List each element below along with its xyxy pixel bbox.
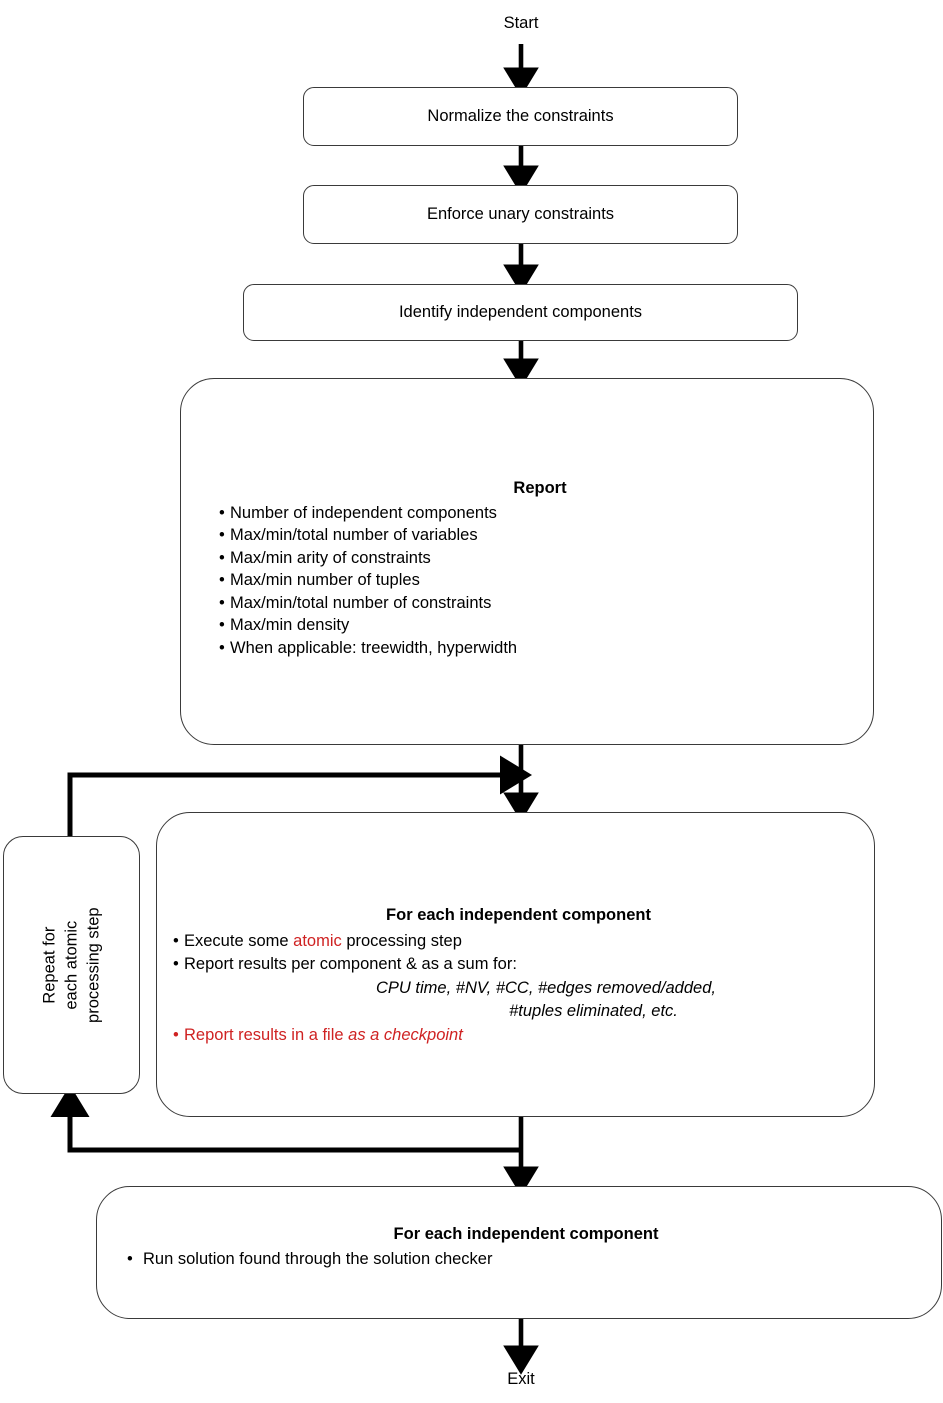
list-item: Max/min arity of constraints [217, 547, 863, 569]
repeat-line-2: each atomic [62, 920, 81, 1010]
list-item: Max/min/total number of constraints [217, 592, 863, 614]
bullet1-pre: Execute some [184, 932, 294, 950]
list-item: Run solution found through the solution … [121, 1248, 931, 1270]
list-item: Report results per component & as a sum … [171, 953, 866, 976]
for-each-component-list: Execute some atomic processing step Repo… [171, 930, 866, 977]
node-normalize-constraints[interactable]: Normalize the constraints [303, 87, 738, 146]
node-identify-independent-components[interactable]: Identify independent components [243, 284, 798, 341]
list-item: Max/min density [217, 614, 863, 636]
list-item: Number of independent components [217, 502, 863, 524]
report-title: Report [513, 479, 567, 497]
exit-label: Exit [507, 1370, 535, 1388]
list-item: When applicable: treewidth, hyperwidth [217, 637, 863, 659]
node-for-each-independent-component[interactable]: For each independent component Execute s… [156, 812, 875, 1117]
sub-metrics-line-1: CPU time, #NV, #CC, #edges removed/added… [376, 978, 716, 997]
for-each-component-list-red: Report results in a file as a checkpoint [171, 1024, 866, 1047]
report-list: Number of independent components Max/min… [217, 502, 863, 659]
list-item: Report results in a file as a checkpoint [171, 1024, 866, 1047]
node-enforce-label: Enforce unary constraints [426, 205, 615, 223]
bullet3-italic: as a checkpoint [348, 1025, 463, 1044]
bullet3-plain: Report results in a file [184, 1025, 349, 1044]
solution-checker-body: For each independent component Run solut… [121, 1225, 931, 1270]
repeat-line-3: processing step [84, 907, 103, 1023]
list-item: Execute some atomic processing step [171, 930, 866, 953]
node-identify-label: Identify independent components [398, 303, 643, 321]
repeat-text: Repeat for each atomic processing step [38, 907, 104, 1023]
list-item: Max/min/total number of variables [217, 524, 863, 546]
node-solution-checker[interactable]: For each independent component Run solut… [96, 1186, 942, 1319]
solution-checker-title: For each independent component [393, 1225, 659, 1243]
start-label: Start [503, 14, 539, 32]
sub-metrics-line-2: #tuples eliminated, etc. [509, 1002, 678, 1021]
bullet1-post: processing step [341, 932, 462, 950]
for-each-component-body: For each independent component Execute s… [171, 906, 866, 1047]
repeat-text-wrapper: Repeat for each atomic processing step [4, 837, 139, 1093]
node-report[interactable]: Report Number of independent components … [180, 378, 874, 745]
list-item: Max/min number of tuples [217, 569, 863, 591]
bullet1-red-word: atomic [293, 932, 342, 950]
node-repeat-for-each-atomic-step[interactable]: Repeat for each atomic processing step [3, 836, 140, 1094]
node-enforce-unary-constraints[interactable]: Enforce unary constraints [303, 185, 738, 244]
report-body: Report Number of independent components … [217, 479, 863, 659]
repeat-line-1: Repeat for [40, 926, 59, 1004]
for-each-component-title: For each independent component [386, 906, 651, 924]
node-normalize-label: Normalize the constraints [427, 107, 614, 125]
solution-checker-list: Run solution found through the solution … [121, 1248, 931, 1270]
